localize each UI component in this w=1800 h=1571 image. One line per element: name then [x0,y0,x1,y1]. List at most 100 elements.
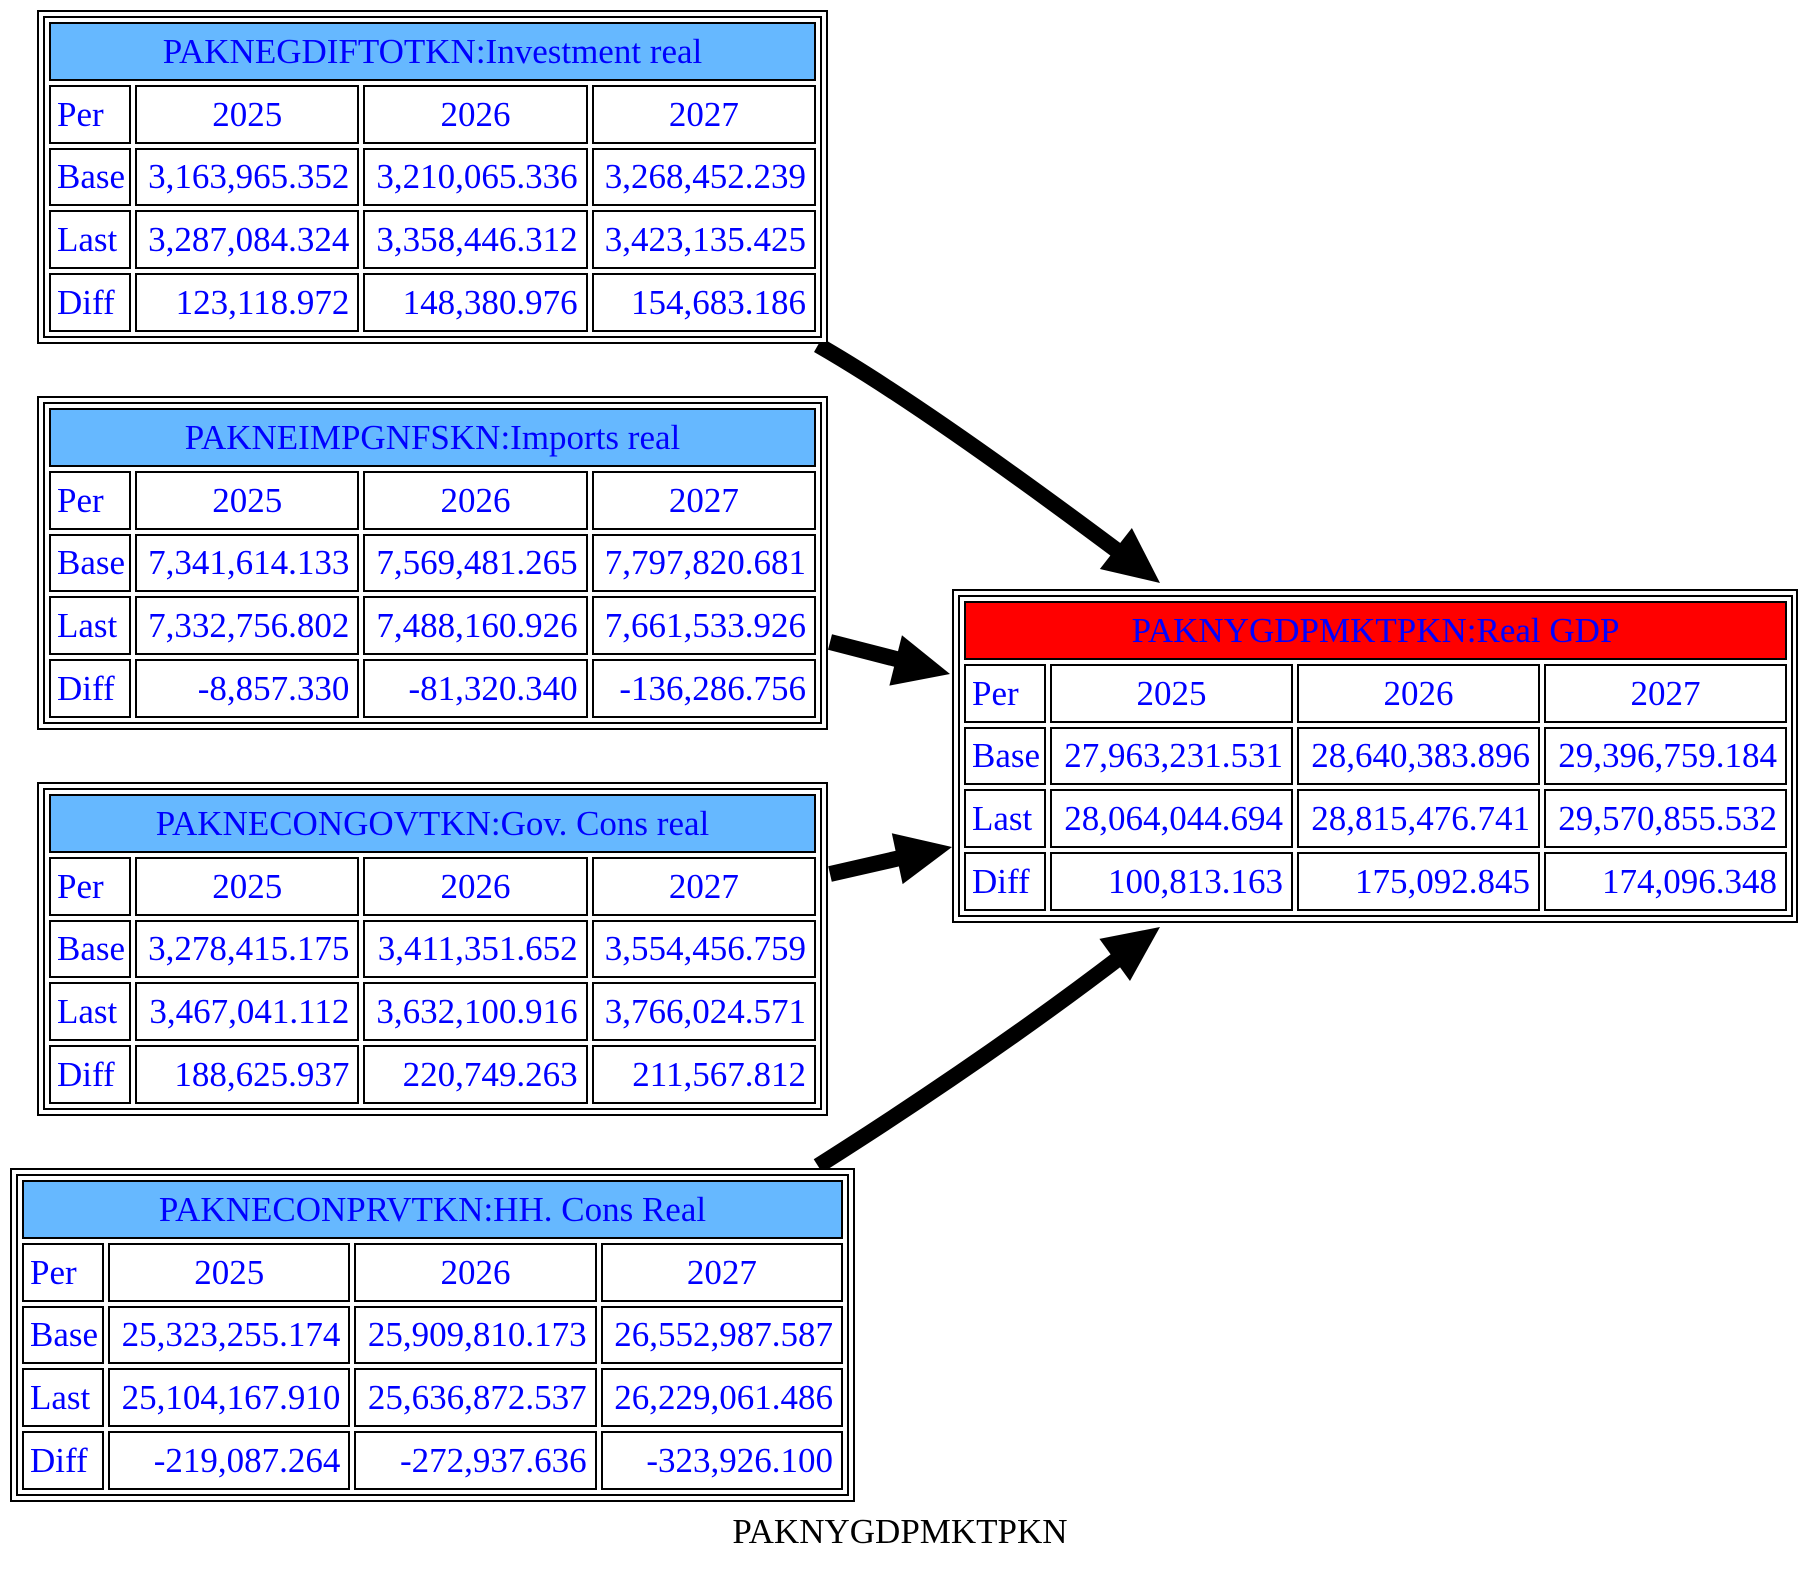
value-cell: 28,815,476.741 [1297,789,1540,849]
year-header: 2025 [135,856,360,916]
year-header: 2026 [363,84,588,144]
value-cell: 3,632,100.916 [363,982,588,1042]
row-label: Diff [964,852,1046,911]
row-label: Diff [49,659,132,718]
value-cell: 25,104,167.910 [108,1368,351,1428]
edge-gov-to-gdp [828,850,902,882]
value-cell: 154,683.186 [591,273,816,332]
arrowhead-gov [891,833,952,885]
value-cell: 175,092.845 [1297,852,1540,911]
year-header: 2027 [600,1242,843,1302]
value-cell: 7,488,160.926 [363,596,588,656]
value-cell: 3,163,965.352 [135,147,360,207]
value-cell: 25,636,872.537 [354,1368,597,1428]
value-cell: 7,332,756.802 [135,596,360,656]
value-cell: 100,813.163 [1050,852,1293,911]
value-cell: 174,096.348 [1544,852,1788,911]
per-label: Per [964,663,1046,723]
year-header: 2027 [1544,663,1788,723]
node-title: PAKNEGDIFTOTKN:Investment real [49,22,816,81]
value-cell: 3,554,456.759 [591,919,816,979]
value-cell: 123,118.972 [135,273,360,332]
value-cell: 3,467,041.112 [135,982,360,1042]
year-header: 2027 [591,470,816,530]
value-cell: -272,937.636 [354,1431,597,1490]
node-title: PAKNECONGOVTKN:Gov. Cons real [49,794,816,853]
value-cell: 3,268,452.239 [591,147,816,207]
per-label: Per [49,856,132,916]
year-header: 2025 [135,84,360,144]
row-label: Diff [22,1431,105,1490]
year-header: 2027 [591,856,816,916]
node-title: PAKNYGDPMKTPKN:Real GDP [964,601,1788,660]
value-cell: 29,570,855.532 [1544,789,1788,849]
edge-inv-to-gdp [814,338,1128,562]
year-header: 2025 [108,1242,351,1302]
value-cell: 3,287,084.324 [135,210,360,270]
value-cell: 3,210,065.336 [363,147,588,207]
value-cell: 220,749.263 [363,1045,588,1104]
value-cell: 27,963,231.531 [1050,726,1293,786]
row-label: Last [49,982,132,1042]
value-cell: -136,286.756 [591,659,816,718]
graph-caption: PAKNYGDPMKTPKN [732,1512,1068,1551]
value-cell: -323,926.100 [600,1431,843,1490]
row-label: Last [49,596,132,656]
node-title-row: PAKNEGDIFTOTKN:Investment real [49,22,816,81]
year-header: 2026 [363,470,588,530]
value-cell: 28,640,383.896 [1297,726,1540,786]
row-label: Base [49,919,132,979]
per-label: Per [22,1242,105,1302]
node-title-row: PAKNYGDPMKTPKN:Real GDP [964,601,1788,660]
value-cell: 25,323,255.174 [108,1305,351,1365]
value-cell: 26,552,987.587 [600,1305,843,1365]
per-label: Per [49,84,132,144]
row-label: Diff [49,273,132,332]
row-label: Last [964,789,1046,849]
value-cell: -219,087.264 [108,1431,351,1490]
value-cell: 7,797,820.681 [591,533,816,593]
row-label: Base [964,726,1046,786]
row-label: Base [22,1305,105,1365]
value-cell: 3,411,351.652 [363,919,588,979]
per-label: Per [49,470,132,530]
value-cell: -8,857.330 [135,659,360,718]
value-cell: 7,661,533.926 [591,596,816,656]
value-cell: 211,567.812 [591,1045,816,1104]
value-cell: -81,320.340 [363,659,588,718]
year-header: 2026 [354,1242,597,1302]
arrowhead-hh [1099,927,1160,981]
row-label: Last [49,210,132,270]
value-cell: 26,229,061.486 [600,1368,843,1428]
edge-hh-to-gdp [813,948,1128,1173]
arrowhead-imp [889,635,950,686]
value-cell: 3,766,024.571 [591,982,816,1042]
row-label: Base [49,533,132,593]
node-title: PAKNECONPRVTKN:HH. Cons Real [22,1180,843,1239]
edge-imp-to-gdp [828,634,902,668]
row-label: Diff [49,1045,132,1104]
value-cell: 148,380.976 [363,273,588,332]
